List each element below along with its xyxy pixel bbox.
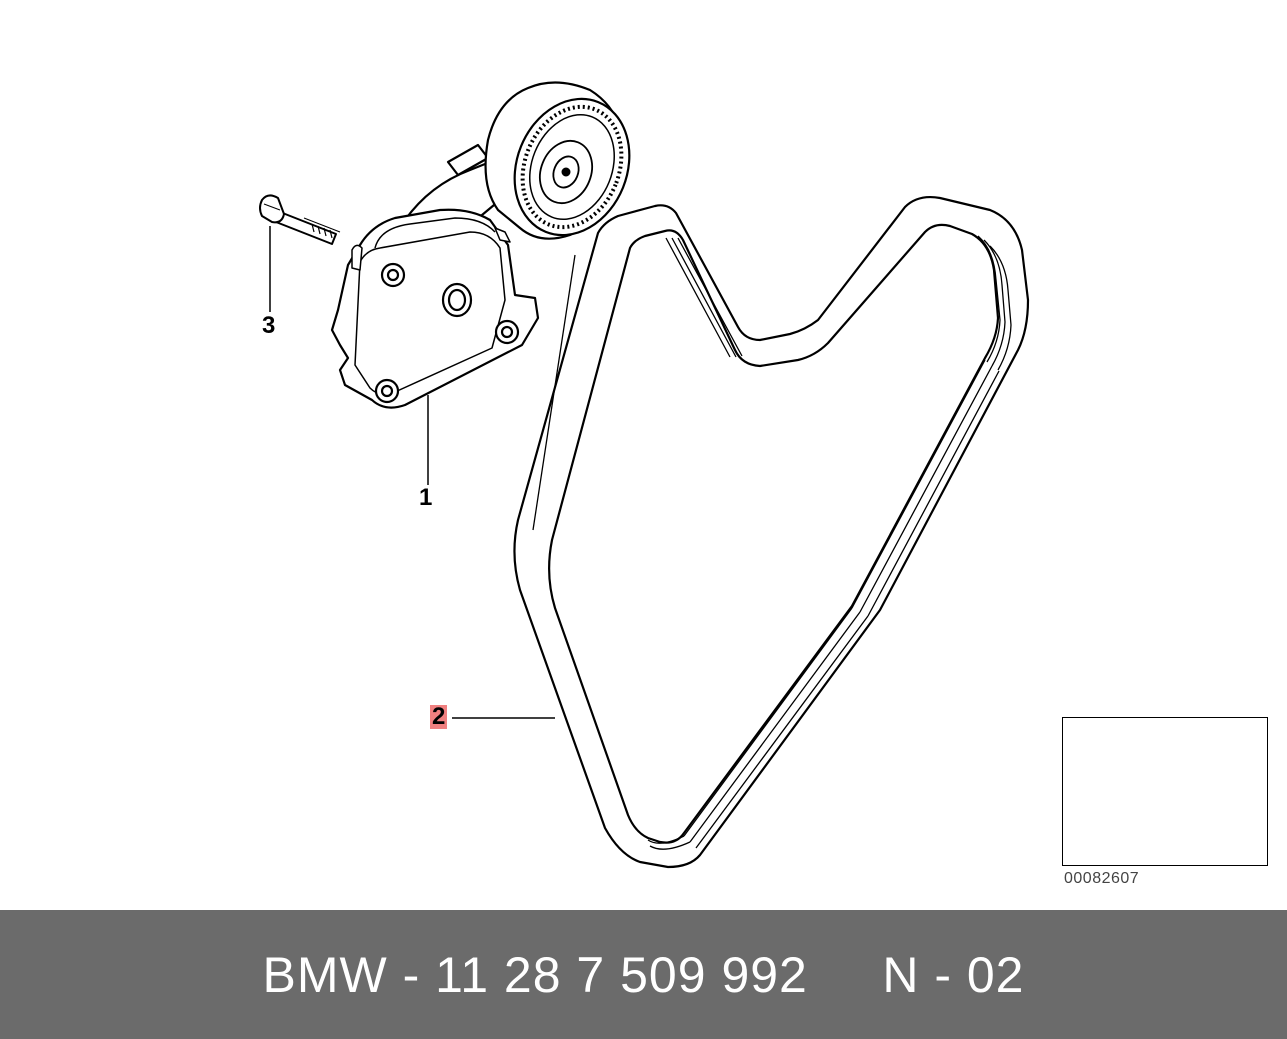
callout-leader-lines	[269, 226, 555, 719]
bolt-drawing	[259, 194, 341, 245]
ribbed-belt-drawing	[513, 195, 1030, 869]
callout-label-3[interactable]: 3	[262, 312, 276, 339]
callout-label-1[interactable]: 1	[419, 484, 433, 511]
vehicle-thumbnail-frame	[1062, 717, 1268, 866]
part-number-footer: BMW - 11 28 7 509 992 N - 02	[0, 910, 1287, 1039]
callout-label-2[interactable]: 2	[430, 703, 448, 730]
tensioner-pulley-drawing	[484, 81, 631, 240]
exploded-parts-diagram	[259, 81, 1265, 869]
part-number-text: BMW - 11 28 7 509 992 N - 02	[262, 946, 1025, 1003]
belt-tensioner-drawing	[330, 143, 540, 409]
diagram-reference-code: 00082607	[1064, 870, 1140, 887]
